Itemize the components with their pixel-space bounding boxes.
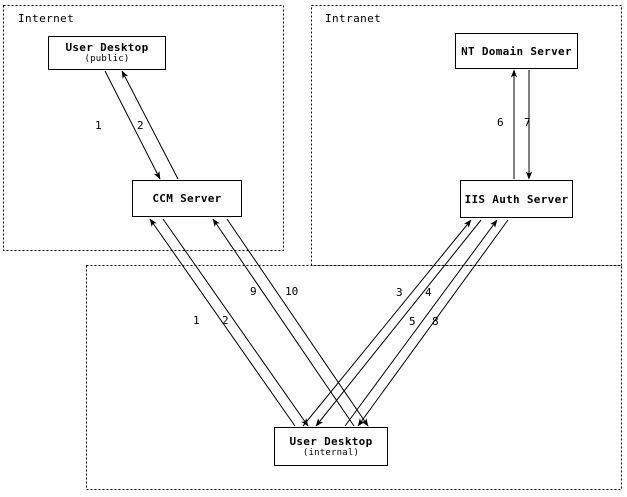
node-user-desktop-public[interactable]: User Desktop (public)	[48, 36, 166, 70]
flow-2b-line	[162, 218, 309, 427]
flow-label-1: 1	[95, 119, 102, 132]
zone-internet-outline	[3, 5, 284, 251]
flow-1-line	[104, 70, 161, 180]
flow-label-8: 8	[432, 315, 439, 328]
node-ccm-server-title: CCM Server	[152, 192, 222, 205]
flow-lines-iis-internal	[302, 219, 509, 427]
flow-label-6: 6	[497, 116, 504, 129]
flow-10-line	[226, 218, 369, 427]
flow-label-2: 2	[137, 119, 144, 132]
flow-label-1b: 1	[193, 314, 200, 327]
flow-lines-ccm-internal	[149, 218, 369, 427]
flow-label-7: 7	[524, 116, 531, 129]
node-nt-domain-server[interactable]: NT Domain Server	[455, 33, 578, 69]
zone-outlines	[3, 5, 622, 490]
flow-lines-public	[104, 70, 179, 180]
flow-3-line	[302, 219, 472, 427]
node-user-desktop-internal-title: User Desktop	[289, 434, 373, 448]
node-user-desktop-public-title: User Desktop	[65, 41, 149, 54]
zone-label-internet: Internet	[18, 12, 75, 25]
flow-label-3: 3	[396, 286, 403, 299]
node-nt-domain-server-title: NT Domain Server	[461, 44, 572, 58]
flow-1b-line	[149, 218, 296, 427]
flow-lines-domain	[510, 69, 533, 180]
node-ccm-server[interactable]: CCM Server	[132, 180, 242, 217]
flow-label-4: 4	[425, 286, 432, 299]
flow-4-line	[315, 219, 482, 427]
flow-8-line	[357, 219, 509, 427]
flow-label-9: 9	[250, 285, 257, 298]
flow-label-2b: 2	[222, 314, 229, 327]
node-user-desktop-internal[interactable]: User Desktop (internal)	[274, 427, 388, 466]
flow-5-line	[344, 219, 498, 427]
zone-label-intranet: Intranet	[325, 12, 382, 25]
flow-2-line	[121, 70, 179, 180]
node-iis-auth-server[interactable]: IIS Auth Server	[460, 180, 573, 218]
node-iis-auth-server-title: IIS Auth Server	[464, 192, 569, 206]
flow-label-5: 5	[409, 315, 416, 328]
node-user-desktop-internal-subtitle: (internal)	[302, 447, 360, 458]
flow-label-10: 10	[285, 285, 299, 298]
node-user-desktop-public-subtitle: (public)	[84, 54, 130, 64]
zone-internal-outline	[86, 265, 622, 490]
